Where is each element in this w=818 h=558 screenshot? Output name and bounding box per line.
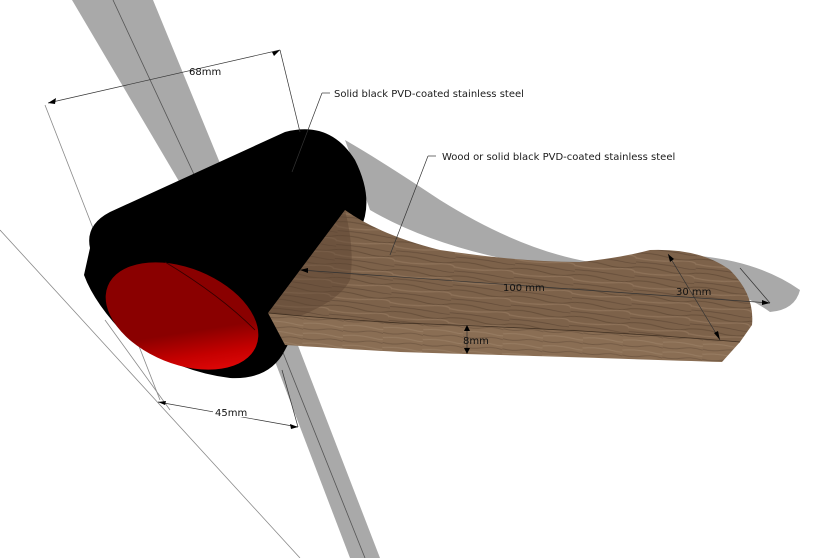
callout-cylinder: Solid black PVD-coated stainless steel — [291, 89, 524, 173]
dim-label-68mm: 68mm — [189, 67, 221, 78]
dim-inner-diameter: 45mm — [157, 369, 299, 429]
dim-blade-length: 100 mm — [299, 268, 771, 305]
dim-label-100mm: 100 mm — [503, 283, 545, 294]
callout-blade: Wood or solid black PVD-coated stainless… — [389, 152, 675, 256]
dim-label-30mm: 30 mm — [676, 287, 711, 298]
blade-side-surface — [268, 313, 740, 362]
dim-blade-width: 30 mm — [667, 253, 771, 341]
blade — [267, 210, 753, 362]
callout-blade-text: Wood or solid black PVD-coated stainless… — [442, 152, 675, 163]
dim-label-8mm: 8mm — [463, 336, 489, 347]
blade-top-surface — [268, 210, 753, 342]
callout-cylinder-text: Solid black PVD-coated stainless steel — [334, 89, 524, 100]
dim-outer-diameter: 68mm — [47, 49, 301, 133]
shadow-bar — [72, 0, 380, 558]
dim-blade-thickness: 8mm — [463, 325, 489, 354]
cylinder-interior — [105, 262, 259, 370]
dim-label-45mm: 45mm — [215, 408, 247, 419]
